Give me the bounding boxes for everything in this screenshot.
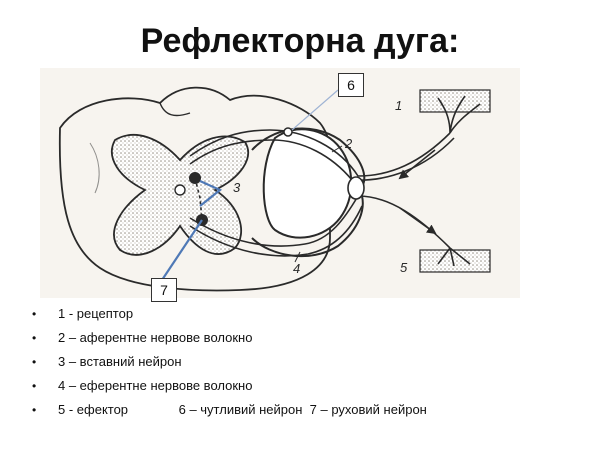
bullet-icon: • xyxy=(32,403,37,417)
legend-item: • 1 - рецептор xyxy=(32,302,572,326)
afferent-fibre xyxy=(189,129,451,177)
dorsal-groove xyxy=(159,102,191,117)
legend-text: 1 - рецептор xyxy=(58,306,134,321)
efferent-fibre-2 xyxy=(189,205,363,257)
label-2: 2 xyxy=(344,136,353,151)
nerve-junction xyxy=(347,176,365,200)
legend-list: • 1 - рецептор • 2 – аферентне нервове вол… xyxy=(32,302,572,422)
reflex-arc-diagram: 1 5 2 3 4 xyxy=(40,68,520,298)
central-canal xyxy=(174,184,186,196)
afferent-arrow xyxy=(398,149,436,180)
legend-item: • 4 – еферентне нервове волокно xyxy=(32,374,572,398)
bullet-icon: • xyxy=(32,307,37,321)
sensory-neuron-pointer xyxy=(291,89,339,131)
slide-title: Рефлекторна дуга: xyxy=(140,22,460,60)
bullet-icon: • xyxy=(32,379,37,393)
white-matter-line xyxy=(89,142,100,194)
effector-tissue xyxy=(419,249,491,273)
receptor-endings xyxy=(437,95,481,134)
legend-text: 2 – аферентне нервове волокно xyxy=(58,330,253,345)
interneuron-link xyxy=(194,177,203,221)
dorsal-root-ganglion xyxy=(262,128,353,239)
bullet-icon: • xyxy=(32,355,37,369)
sensory-neuron-body xyxy=(283,127,293,137)
effector-endings xyxy=(437,247,471,267)
legend-item: • 2 – аферентне нервове волокно xyxy=(32,326,572,350)
interneuron-pointer xyxy=(199,179,223,207)
legend-text: 5 - ефектор 6 – чутливий нейрон 7 – рухо… xyxy=(58,402,427,417)
legend-item: • 3 – вставний нейрон xyxy=(32,350,572,374)
label-box-7: 7 xyxy=(151,278,177,302)
motor-neuron-pointer xyxy=(161,219,203,281)
bullet-icon: • xyxy=(32,331,37,345)
label-box-6: 6 xyxy=(338,73,364,97)
legend-text: 3 – вставний нейрон xyxy=(58,354,182,369)
label-1: 1 xyxy=(395,98,402,113)
legend-text: 4 – еферентне нервове волокно xyxy=(58,378,253,393)
label-5: 5 xyxy=(400,260,408,275)
legend-item: • 5 - ефектор 6 – чутливий нейрон 7 – рух… xyxy=(32,398,572,422)
efferent-arrow xyxy=(399,207,437,235)
receptor-tissue xyxy=(419,89,491,113)
label-4-leader xyxy=(294,251,301,263)
label-3: 3 xyxy=(233,180,241,195)
label-2-leader xyxy=(331,145,343,153)
label-4: 4 xyxy=(293,261,300,276)
